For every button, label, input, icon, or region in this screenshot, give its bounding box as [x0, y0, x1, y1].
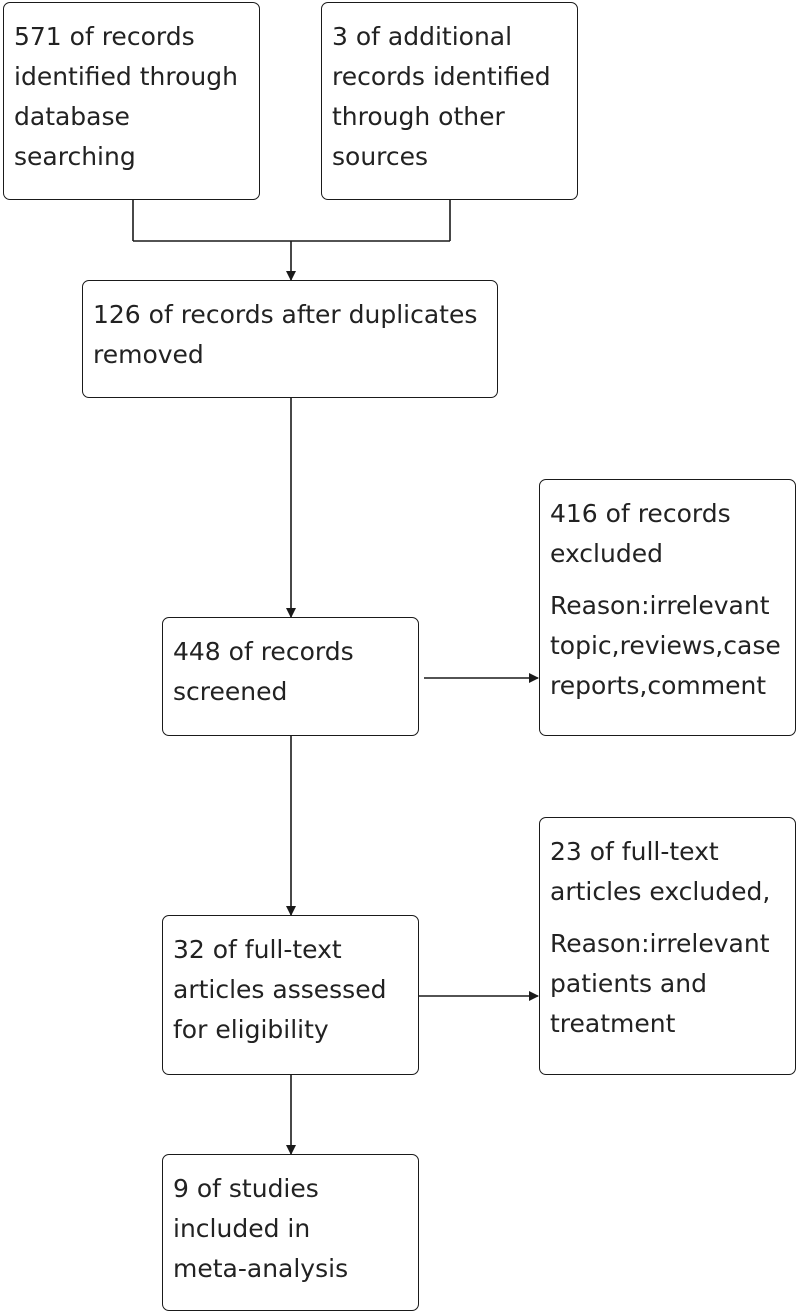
box-other-sources: 3 of additional records identified throu… [321, 2, 578, 200]
box-text-line: reports,comment [550, 671, 767, 700]
box-text-line: Reason:irrelevant [550, 929, 770, 958]
box-text-line: included in [173, 1214, 311, 1243]
box-text-line: meta-analysis [173, 1254, 349, 1283]
box-text-line: 9 of studies [173, 1174, 319, 1203]
box-text-line: sources [332, 142, 429, 171]
box-records-excluded: 416 of records excluded Reason:irrelevan… [539, 479, 796, 736]
box-text-line: through other [332, 102, 505, 131]
box-text-line: 448 of records [173, 637, 354, 666]
box-text-line: removed [93, 340, 204, 369]
box-after-duplicates: 126 of records after duplicates removed [82, 280, 498, 398]
box-text-line: 571 of records [14, 22, 195, 51]
box-text-line: articles assessed [173, 975, 387, 1004]
box-fulltext-excluded: 23 of full-text articles excluded, Reaso… [539, 817, 796, 1075]
box-fulltext-assessed: 32 of full-text articles assessed for el… [162, 915, 419, 1075]
box-text-line: topic,reviews,case [550, 631, 781, 660]
box-text-line: searching [14, 142, 136, 171]
box-text-line: 3 of additional [332, 22, 513, 51]
box-records-screened: 448 of records screened [162, 617, 419, 736]
box-text-line: 32 of full-text [173, 935, 342, 964]
box-database-search: 571 of records identified through databa… [3, 2, 260, 200]
box-text-line: for eligibility [173, 1015, 329, 1044]
box-text-line: excluded [550, 539, 663, 568]
box-text-line: Reason:irrelevant [550, 591, 770, 620]
box-text-line: 126 of records after duplicates [93, 300, 478, 329]
box-text-line: 23 of full-text [550, 837, 719, 866]
box-text-line: database [14, 102, 130, 131]
box-text-line: articles excluded, [550, 877, 771, 906]
box-text-line: treatment [550, 1009, 676, 1038]
box-text-line: identified through [14, 62, 238, 91]
box-text-line: patients and [550, 969, 707, 998]
box-text-line: records identified [332, 62, 551, 91]
box-studies-included: 9 of studies included in meta-analysis [162, 1154, 419, 1311]
box-text-line: 416 of records [550, 499, 731, 528]
box-text-line: screened [173, 677, 288, 706]
